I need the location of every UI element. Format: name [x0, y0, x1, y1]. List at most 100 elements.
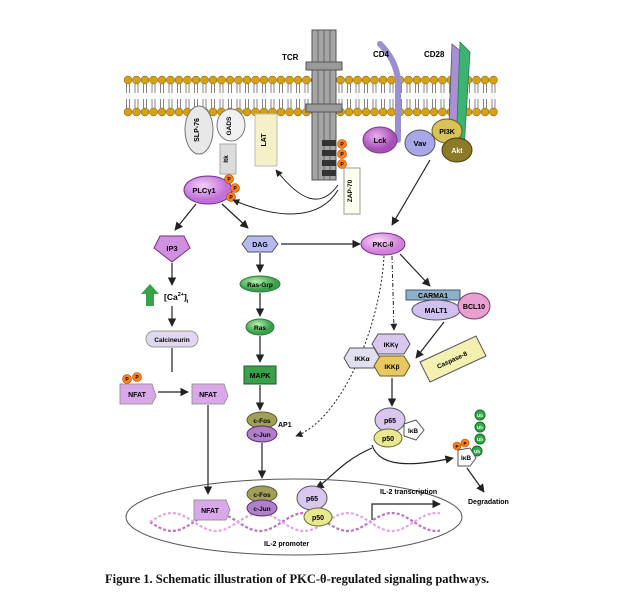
- caspase8-node: Caspase-8: [419, 335, 487, 383]
- svg-text:IκB: IκB: [408, 428, 418, 435]
- arrow-pkc-to-ikk-dashed: [390, 255, 398, 331]
- degradation-label: Degradation: [468, 499, 509, 506]
- arrow-plcg1-to-ip3: [174, 203, 197, 231]
- svg-text:ZAP-70: ZAP-70: [347, 179, 354, 202]
- carma1-node: CARMA1: [405, 289, 461, 301]
- dag-node: DAG: [241, 235, 279, 253]
- svg-text:c-Jun: c-Jun: [253, 432, 270, 439]
- bcl10-node: BCL10: [457, 292, 491, 320]
- svg-text:P: P: [227, 177, 231, 183]
- svg-text:GADS: GADS: [226, 116, 233, 135]
- svg-text:NFAT: NFAT: [201, 508, 219, 515]
- svg-text:p50: p50: [382, 436, 394, 443]
- svg-text:SLP-76: SLP-76: [194, 118, 201, 142]
- cd28-label: CD28: [424, 50, 445, 59]
- ikb-ubiquitinated: Ub Ub Ub Ub P P IκB: [452, 409, 486, 467]
- tcr-label: TCR: [282, 53, 299, 62]
- svg-text:[Ca2+]i: [Ca2+]i: [164, 292, 189, 305]
- gads-node: GADS: [216, 108, 246, 142]
- ras-node: Ras: [245, 318, 275, 336]
- svg-text:Ub: Ub: [477, 437, 483, 442]
- svg-text:P: P: [125, 377, 129, 383]
- svg-text:P: P: [340, 142, 344, 148]
- ip3-node: IP3: [153, 235, 191, 263]
- svg-text:AP1: AP1: [278, 422, 292, 429]
- svg-text:p50: p50: [312, 515, 324, 522]
- arrow-ikb-to-degradation: [466, 467, 485, 493]
- nfat-active: NFAT: [191, 383, 229, 405]
- svg-text:Ras: Ras: [254, 325, 266, 332]
- svg-text:c-Fos: c-Fos: [253, 418, 271, 425]
- arrow-ikb-release: [371, 444, 454, 465]
- mapk-node: MAPK: [243, 365, 277, 385]
- svg-text:IκB: IκB: [461, 455, 471, 462]
- svg-text:IKKα: IKKα: [354, 356, 369, 363]
- svg-text:Vav: Vav: [414, 139, 428, 148]
- plcg1-node: PLCγ1 P P P: [183, 174, 240, 205]
- arrow-plcg1-to-dag: [221, 203, 249, 229]
- arrow-pkc-to-ap1-dotted: [295, 255, 385, 438]
- svg-text:P: P: [340, 162, 344, 168]
- svg-text:IKKγ: IKKγ: [384, 342, 399, 349]
- svg-text:Calcineurin: Calcineurin: [154, 337, 189, 344]
- akt-node: Akt: [441, 137, 473, 163]
- nfat-nuclear: NFAT: [193, 499, 231, 521]
- cd4-label: CD4: [373, 50, 390, 59]
- arrow-zap70-to-plcg1: [232, 189, 339, 215]
- svg-text:Itk: Itk: [223, 155, 230, 163]
- svg-text:IKKβ: IKKβ: [384, 364, 399, 371]
- svg-text:p65: p65: [306, 496, 318, 503]
- arrow-vav-to-pkc: [391, 159, 431, 226]
- svg-text:P: P: [233, 186, 237, 192]
- ikk-gamma-node: IKKγ: [371, 333, 411, 355]
- malt1-node: MALT1: [411, 299, 461, 321]
- ikk-alpha-node: IKKα: [343, 347, 381, 369]
- svg-text:PKC-θ: PKC-θ: [373, 242, 394, 249]
- calcineurin-node: Calcineurin: [145, 330, 199, 348]
- svg-text:DAG: DAG: [252, 242, 268, 249]
- svg-text:MAPK: MAPK: [250, 373, 271, 380]
- nfat-phosphorylated: P P NFAT: [119, 372, 157, 405]
- nfkb-nuclear: p65 p50: [296, 485, 333, 527]
- svg-text:NFAT: NFAT: [128, 392, 146, 399]
- lat-node: LAT: [254, 113, 278, 167]
- il2-promoter-label: IL-2 promoter: [264, 541, 309, 548]
- svg-text:p65: p65: [384, 418, 396, 425]
- arrow-pkc-to-carma1: [399, 253, 431, 287]
- svg-text:Ub: Ub: [474, 449, 480, 454]
- tcr-phospho-sites: P P P: [337, 139, 347, 169]
- svg-text:MALT1: MALT1: [425, 308, 448, 315]
- nfkb-cytoplasm-complex: p65 p50 IκB: [373, 407, 425, 448]
- svg-text:Lck: Lck: [374, 136, 388, 145]
- slp76-node: SLP-76: [184, 105, 214, 155]
- svg-text:c-Fos: c-Fos: [253, 492, 271, 499]
- svg-text:P: P: [229, 195, 233, 201]
- figure-caption: Figure 1. Schematic illustration of PKC-…: [105, 572, 490, 586]
- svg-text:BCL10: BCL10: [463, 304, 485, 311]
- arrow-il2-transcription: [371, 499, 441, 520]
- pkc-theta-node: PKC-θ: [360, 232, 406, 256]
- arrow-zap70-to-lat: [275, 169, 339, 200]
- calcium-increase: [Ca2+]i: [141, 284, 189, 306]
- svg-text:Ub: Ub: [477, 413, 483, 418]
- arrow-nfkb-to-nucleus: [315, 447, 373, 489]
- ikk-beta-node: IKKβ: [373, 355, 411, 377]
- svg-text:P: P: [340, 152, 344, 158]
- svg-text:Ub: Ub: [477, 425, 483, 430]
- vav-node: Vav: [404, 129, 436, 157]
- svg-text:Ras-Grp: Ras-Grp: [247, 282, 273, 289]
- svg-text:P: P: [455, 444, 458, 449]
- zap70-node: ZAP-70: [343, 167, 361, 215]
- ap1-cytoplasm: c-Fos c-Jun AP1: [246, 411, 292, 443]
- svg-text:IP3: IP3: [166, 244, 177, 253]
- tcr-receptor: [305, 29, 343, 181]
- svg-text:c-Jun: c-Jun: [253, 506, 270, 513]
- svg-text:Akt: Akt: [451, 148, 463, 155]
- svg-text:PLCγ1: PLCγ1: [192, 186, 215, 195]
- rasgrp-node: Ras-Grp: [239, 275, 281, 293]
- il2-transcription-label: IL-2 transcription: [380, 489, 437, 496]
- svg-text:NFAT: NFAT: [199, 392, 217, 399]
- arrow-cbm-to-ikk: [415, 321, 445, 359]
- lck-node: Lck: [362, 126, 398, 154]
